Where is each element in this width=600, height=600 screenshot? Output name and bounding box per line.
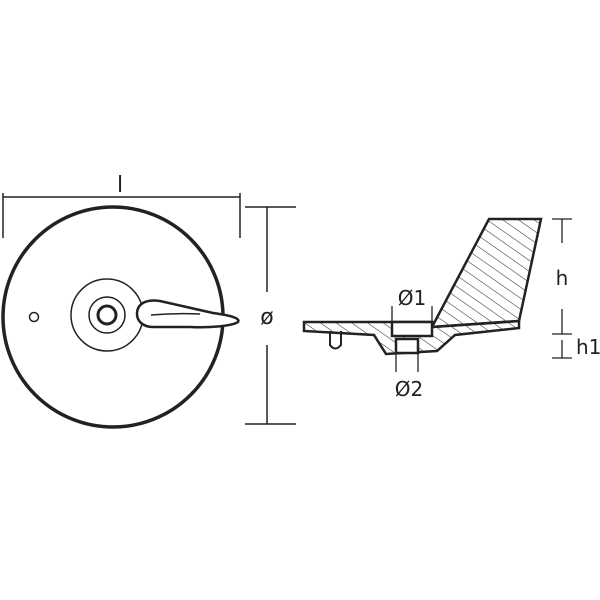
length-dimension [2,193,241,238]
hub-middle-ring [88,296,126,334]
mounting-hole [28,311,40,323]
fin-lever-ridge [150,312,201,316]
d1-dimension [391,306,433,322]
diameter-dimension [245,206,296,425]
hub-center-hole [96,304,118,326]
diameter-label: ø [260,305,273,330]
section-view [302,217,543,356]
length-label: l [117,173,123,198]
bore-d1 [390,320,434,338]
height1-dimension [552,340,572,359]
d1-label: Ø1 [398,286,426,310]
height1-label: h1 [576,335,600,359]
height-label: h [556,266,569,290]
bore-d2 [394,337,420,355]
front-view [1,205,240,429]
locating-tab [329,331,342,350]
height-dimension [552,218,572,335]
fin-section [429,217,543,329]
d2-dimension [395,353,419,372]
d2-label: Ø2 [395,377,423,401]
